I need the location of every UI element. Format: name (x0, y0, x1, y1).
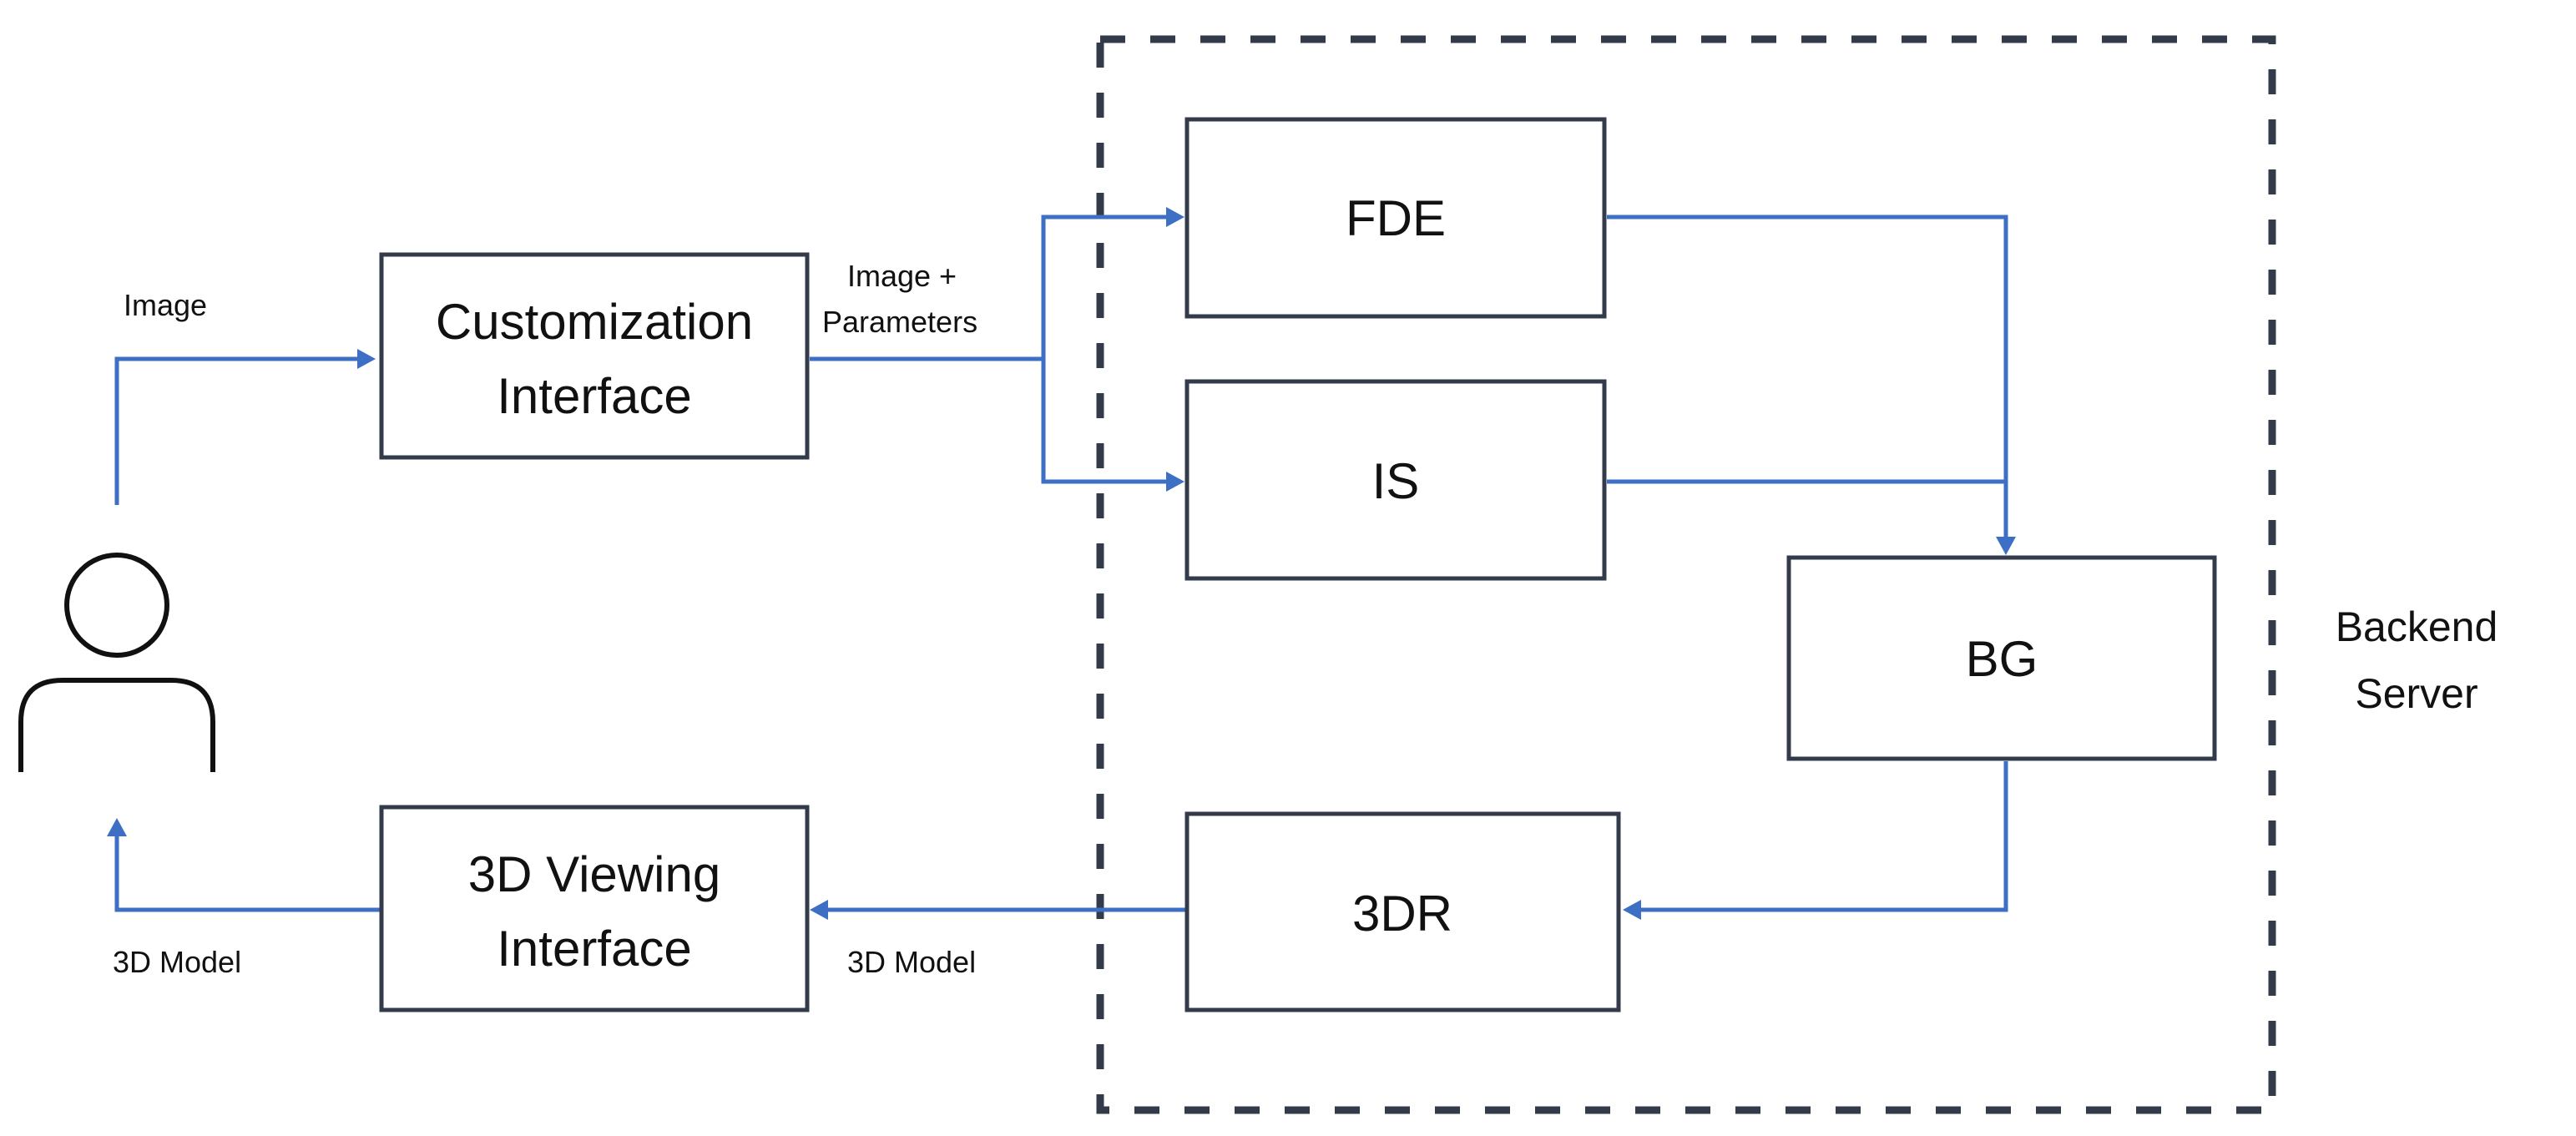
bg-box (1786, 555, 2217, 761)
arrow-fde-to-bg (1607, 215, 2008, 538)
customization-interface-box (379, 252, 810, 460)
fde-label: FDE (1346, 190, 1446, 246)
arrowhead-user (107, 818, 127, 836)
edge-label-image-plus-line1: Image + (847, 259, 957, 293)
3dr-box (1184, 811, 1621, 1012)
arrow-split-to-is (1041, 359, 1169, 484)
arrow-user-to-customization (114, 356, 361, 505)
viewing-interface-label-line1: 3D Viewing (468, 846, 720, 902)
3dr-label: 3DR (1352, 886, 1452, 942)
arrowhead-customization (357, 349, 376, 369)
arrowhead-viewing (810, 900, 828, 920)
bg-label: BG (1966, 631, 2038, 687)
user-icon (18, 553, 215, 772)
is-box (1184, 379, 1607, 581)
arrow-bg-to-3dr (1638, 761, 2008, 912)
viewing-interface-label-line2: Interface (497, 921, 691, 977)
arrowhead-fde (1166, 207, 1184, 227)
arrow-viewing-to-user (114, 835, 386, 912)
edge-label-3d-model-backend: 3D Model (847, 945, 976, 979)
backend-server-label-line1: Backend (2336, 603, 2498, 650)
customization-interface-label-line2: Interface (497, 368, 691, 424)
arrow-split-to-fde (1041, 215, 1169, 482)
edge-label-image: Image (124, 288, 207, 322)
is-label: IS (1372, 453, 1420, 509)
fde-box (1184, 117, 1607, 319)
arrowhead-3dr (1623, 900, 1641, 920)
arrowhead-is (1166, 472, 1184, 492)
edge-label-image-plus-line2: Parameters (822, 305, 977, 339)
viewing-interface-box (379, 805, 810, 1012)
edge-label-3d-model-user: 3D Model (113, 945, 241, 979)
backend-server-boundary (1096, 35, 2276, 1114)
customization-interface-label-line1: Customization (436, 294, 753, 350)
backend-server-label-line2: Server (2355, 670, 2478, 717)
arrowhead-bg (1996, 537, 2016, 555)
